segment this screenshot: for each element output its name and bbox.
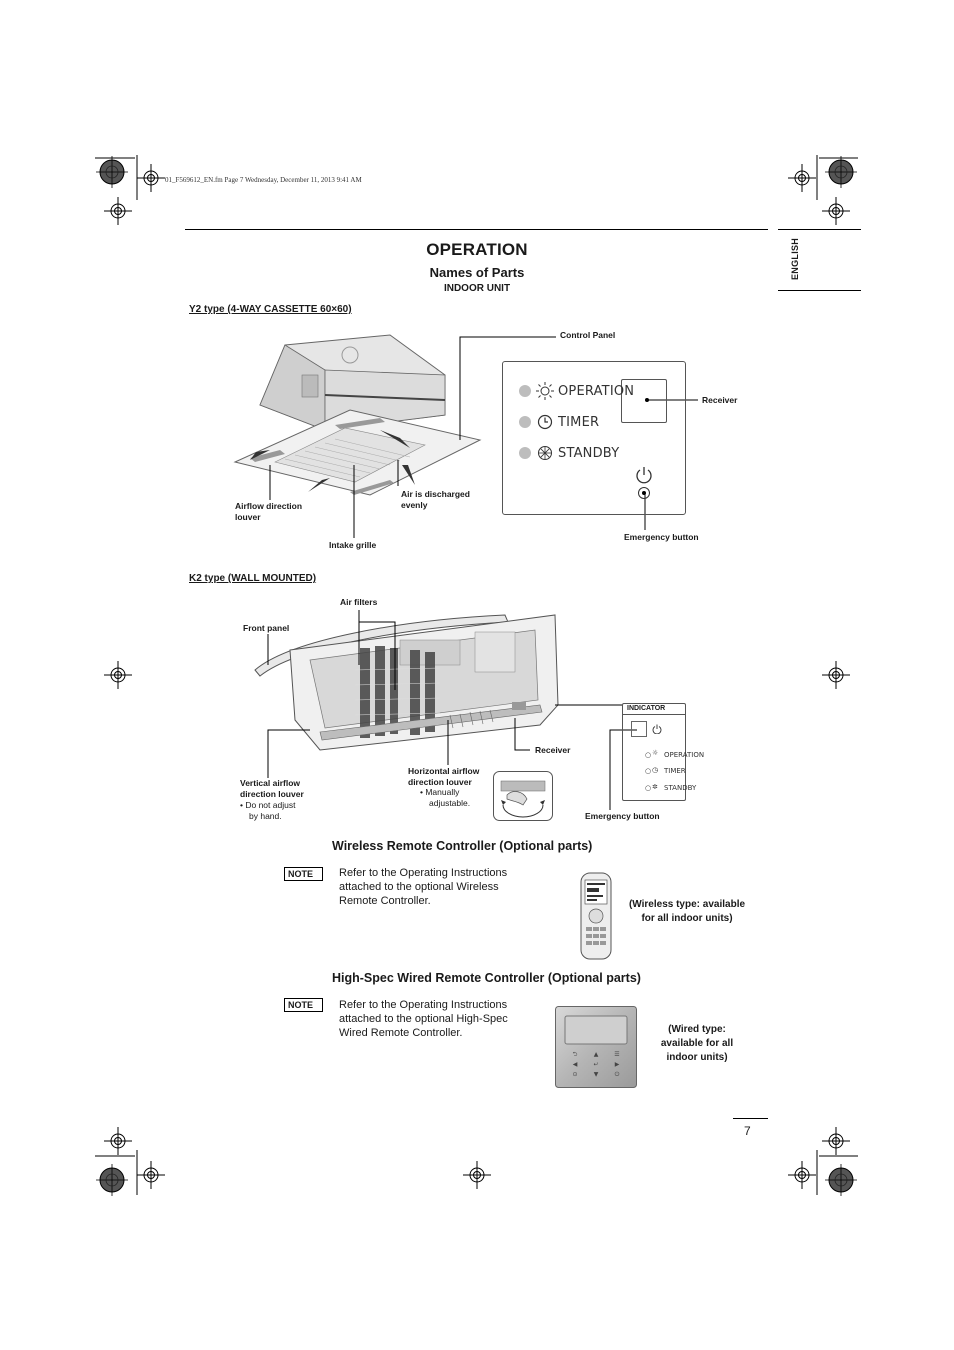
manual-adjust-hand-icon bbox=[493, 771, 553, 821]
receiver-window bbox=[621, 379, 667, 423]
top-rule bbox=[185, 229, 768, 230]
wireless-note-line-1: Refer to the Operating Instructions bbox=[339, 867, 508, 879]
horizontal-note-2: adjustable. bbox=[429, 798, 471, 808]
wireless-note-line-2: attached to the optional Wireless bbox=[339, 881, 499, 893]
page-number: 7 bbox=[744, 1124, 751, 1138]
section-subsubtitle: INDOOR UNIT bbox=[443, 283, 511, 294]
label-emergency-button-y2: Emergency button bbox=[624, 532, 699, 542]
emergency-button-y2[interactable] bbox=[638, 487, 650, 499]
standby-led bbox=[519, 447, 531, 459]
section-subtitle: Names of Parts bbox=[429, 265, 525, 280]
indicator-receiver-window bbox=[631, 721, 647, 737]
wired-note-line-2: attached to the optional High-Spec bbox=[339, 1013, 508, 1025]
indicator-title-bar bbox=[622, 703, 686, 715]
operation-led bbox=[519, 385, 531, 397]
svg-text:⮌: ⮌ bbox=[573, 1051, 578, 1058]
wireless-heading: Wireless Remote Controller (Optional par… bbox=[332, 839, 593, 853]
horizontal-note-1: • Manually bbox=[420, 787, 460, 797]
wireless-caption-line-2: for all indoor units) bbox=[641, 913, 733, 924]
standby-fan-icon bbox=[538, 446, 552, 460]
wireless-note-line-3: Remote Controller. bbox=[339, 895, 431, 907]
indicator-standby-fan-icon: ✲ bbox=[652, 783, 658, 791]
indicator-standby-dot: ○ bbox=[645, 784, 652, 792]
svg-text:▼: ▼ bbox=[594, 1071, 599, 1078]
wireless-caption-line-1: (Wireless type: available bbox=[628, 899, 746, 910]
wired-note-line-3: Wired Remote Controller. bbox=[339, 1027, 463, 1039]
svg-text:▶: ▶ bbox=[615, 1061, 620, 1068]
wired-remote-illustration: ⮌ ▲ ☰ ◀ ↵ ▶ ⊙ ▼ ⏻ bbox=[555, 1006, 637, 1088]
svg-text:↵: ↵ bbox=[593, 1061, 598, 1068]
timer-clock-icon bbox=[537, 414, 553, 430]
indicator-standby-label: STANDBY bbox=[664, 784, 697, 792]
wired-caption-line-2: available for all bbox=[660, 1038, 734, 1049]
label-receiver-k2: Receiver bbox=[535, 745, 571, 755]
file-meta-header: 01_F569612_EN.fm Page 7 Wednesday, Decem… bbox=[165, 176, 362, 184]
label-receiver-y2: Receiver bbox=[702, 395, 738, 405]
k2-heading: K2 type (WALL MOUNTED) bbox=[189, 573, 317, 584]
indicator-power-icon bbox=[652, 724, 662, 734]
label-emergency-button-k2: Emergency button bbox=[585, 811, 660, 821]
wired-heading: High-Spec Wired Remote Controller (Optio… bbox=[332, 971, 641, 985]
footer-rule bbox=[733, 1118, 768, 1119]
label-horizontal-louver-1: Horizontal airflow bbox=[408, 766, 480, 776]
label-horizontal-louver-2: direction louver bbox=[408, 777, 472, 787]
panel-standby-label: STANDBY bbox=[558, 446, 620, 461]
svg-text:◀: ◀ bbox=[573, 1061, 578, 1068]
page-title: OPERATION bbox=[426, 240, 528, 259]
label-vertical-louver-1: Vertical airflow bbox=[240, 778, 300, 788]
svg-text:⏻: ⏻ bbox=[615, 1071, 620, 1078]
indicator-timer-clock-icon: ◷ bbox=[652, 766, 659, 774]
label-intake-grille: Intake grille bbox=[329, 540, 377, 550]
vertical-note-2: by hand. bbox=[249, 811, 282, 821]
power-icon bbox=[636, 467, 652, 484]
timer-led bbox=[519, 416, 531, 428]
side-tab-bottom-rule bbox=[778, 290, 861, 291]
svg-text:☰: ☰ bbox=[614, 1051, 619, 1058]
panel-timer-label: TIMER bbox=[558, 415, 600, 430]
indicator-operation-sun-icon: ☼ bbox=[652, 749, 659, 757]
control-panel-box bbox=[502, 361, 686, 515]
y2-heading: Y2 type (4-WAY CASSETTE 60×60) bbox=[189, 304, 352, 315]
wired-note-label: NOTE bbox=[284, 998, 323, 1012]
label-control-panel: Control Panel bbox=[560, 330, 616, 340]
emergency-button-dot bbox=[642, 491, 646, 495]
panel-operation-label: OPERATION bbox=[558, 384, 635, 399]
indicator-timer-label: TIMER bbox=[664, 767, 686, 775]
indicator-title: INDICATOR bbox=[627, 705, 666, 712]
wired-caption-line-1: (Wired type: bbox=[668, 1024, 726, 1035]
wireless-remote-illustration bbox=[580, 872, 612, 960]
wired-caption-line-3: indoor units) bbox=[666, 1052, 728, 1063]
label-air-filters: Air filters bbox=[340, 597, 378, 607]
svg-text:⊙: ⊙ bbox=[572, 1071, 577, 1078]
label-airflow-louver: Airflow direction louver bbox=[235, 501, 303, 522]
indicator-operation-label: OPERATION bbox=[664, 751, 705, 759]
label-vertical-louver-2: direction louver bbox=[240, 789, 304, 799]
wall-unit-illustration bbox=[254, 614, 559, 751]
label-air-discharged: Air is discharged evenly bbox=[401, 489, 470, 510]
indicator-timer-dot: ○ bbox=[645, 767, 652, 775]
vertical-note-1: • Do not adjust bbox=[240, 800, 296, 810]
indicator-box bbox=[622, 703, 686, 801]
svg-text:▲: ▲ bbox=[594, 1051, 599, 1058]
wireless-note-label: NOTE bbox=[284, 867, 323, 881]
indicator-operation-dot: ○ bbox=[645, 751, 652, 759]
wired-note-line-1: Refer to the Operating Instructions bbox=[339, 999, 508, 1011]
side-tab-top-rule bbox=[778, 229, 861, 230]
operation-sun-icon bbox=[536, 382, 554, 400]
cassette-unit-illustration bbox=[233, 334, 482, 496]
label-front-panel: Front panel bbox=[243, 623, 290, 633]
